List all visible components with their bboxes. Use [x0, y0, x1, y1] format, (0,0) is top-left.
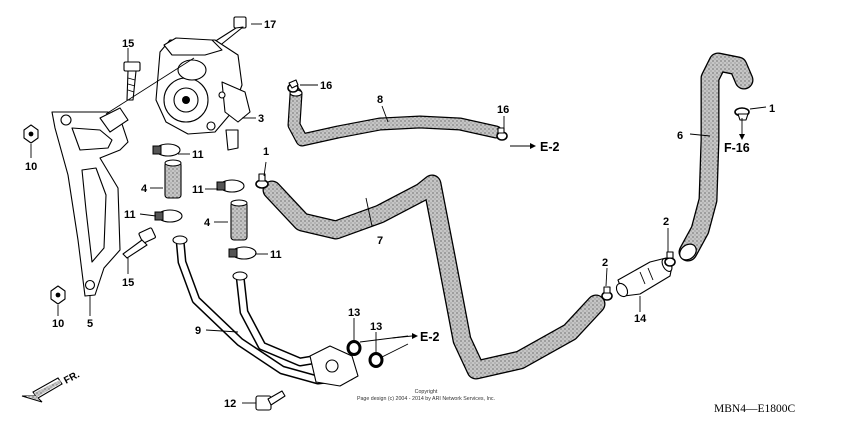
callout-labels: 1 1 2 2 3 4 4 5 6 7 8 9 10 10 11 11 11 1…: [25, 19, 775, 410]
reference-label: E-2: [420, 330, 440, 344]
clip-part: [496, 127, 508, 141]
bracket-part: [51, 111, 129, 297]
bolt-part: [122, 227, 156, 259]
callout-label: 11: [192, 184, 204, 196]
clip-part: [734, 107, 750, 121]
copyright-line: Copyright: [415, 389, 438, 395]
nut-part: [23, 124, 39, 144]
copyright-line: Page design (c) 2004 - 2014 by ARI Netwo…: [357, 396, 495, 402]
callout-label: 11: [124, 209, 136, 221]
bolt-part: [213, 16, 247, 48]
callout-label: 7: [377, 235, 383, 247]
clip-part: [664, 251, 676, 267]
hose-8-part: [287, 87, 503, 147]
front-arrow-icon: [21, 377, 63, 403]
callout-label: 14: [634, 313, 647, 325]
hose-clamp-part: [154, 209, 183, 223]
callout-label: 2: [602, 257, 608, 269]
diagram-code: MBN4—E1800C: [714, 403, 795, 415]
callout-label: 16: [320, 80, 332, 92]
callout-label: 17: [264, 19, 276, 31]
clip-part: [255, 173, 269, 189]
callout-label: 1: [769, 103, 775, 115]
reference-label: E-2: [540, 140, 560, 154]
hose-clamp-part: [228, 246, 257, 260]
hose-clamp-part: [152, 143, 181, 157]
air-pipe-part: [172, 235, 359, 387]
air-injection-valve-part: [99, 37, 251, 151]
callout-label: 13: [370, 321, 382, 333]
hose-6-part: [678, 52, 754, 262]
callout-label: 4: [141, 183, 148, 195]
callout-label: 11: [270, 249, 282, 261]
callout-label: 10: [52, 318, 64, 330]
hose-clamp-part: [216, 179, 245, 193]
callout-label: 10: [25, 161, 37, 173]
callout-label: 15: [122, 277, 134, 289]
callout-label: 8: [377, 94, 383, 106]
callout-label: 4: [204, 217, 211, 229]
leader-lines: [30, 23, 767, 404]
bolt-part: [255, 390, 286, 411]
callout-label: 15: [122, 38, 134, 50]
front-direction-label: FR.: [62, 369, 82, 386]
callout-label: 11: [192, 149, 204, 161]
callout-label: 9: [195, 325, 201, 337]
clip-part: [287, 79, 299, 93]
hose-7-part: [262, 174, 606, 380]
callout-label: 6: [677, 130, 683, 142]
short-hose-part: [230, 199, 248, 241]
callout-label: 1: [263, 146, 269, 158]
callout-label: 13: [348, 307, 360, 319]
clip-part: [601, 286, 613, 301]
callout-label: 2: [663, 216, 669, 228]
callout-label: 12: [224, 398, 236, 410]
nut-part: [50, 285, 66, 305]
callout-label: 5: [87, 318, 93, 330]
reference-label: F-16: [724, 141, 750, 155]
o-ring-part: [368, 352, 384, 368]
bolt-part: [123, 61, 141, 101]
o-ring-part: [346, 340, 362, 356]
short-hose-part: [164, 159, 182, 199]
callout-label: 16: [497, 104, 509, 116]
callout-label: 3: [258, 113, 264, 125]
